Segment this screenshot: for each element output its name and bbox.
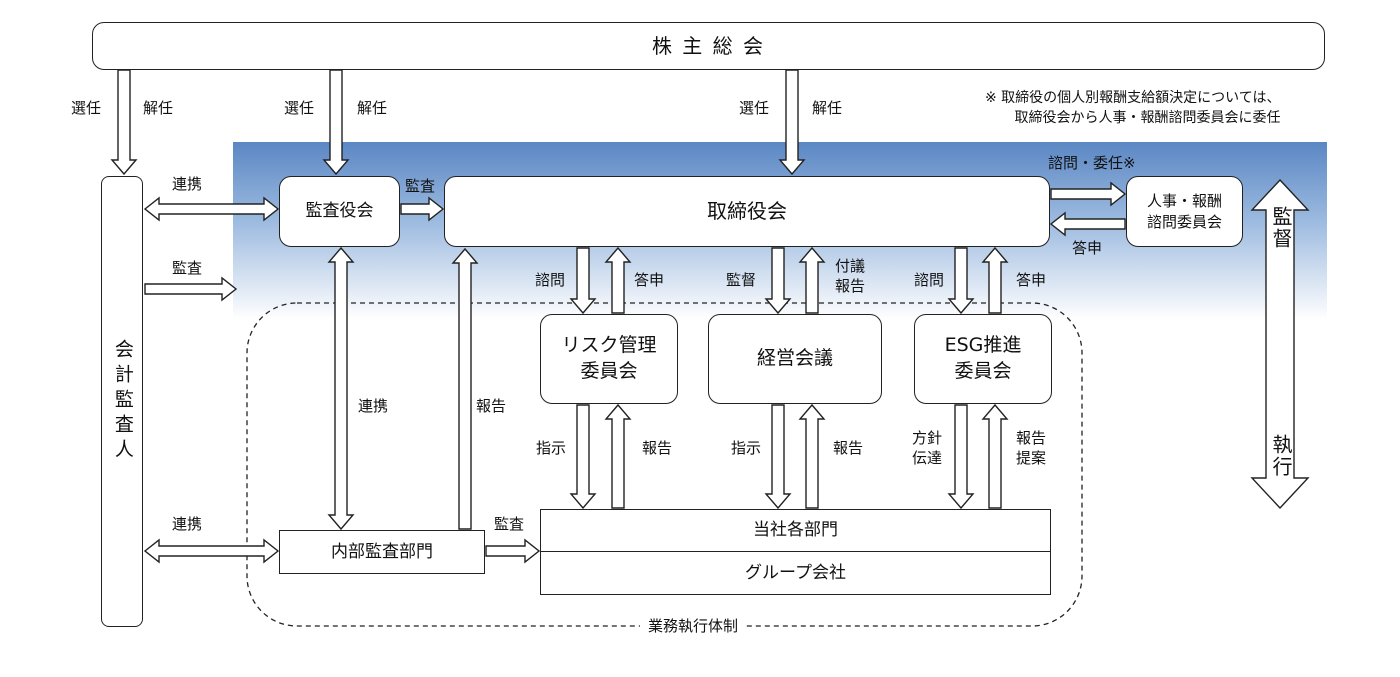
report-arrow-to-board	[451, 247, 479, 530]
consult-esg-arrow	[947, 247, 975, 315]
report-risk-label: 報告	[642, 439, 673, 457]
elect-label-2: 選任	[284, 99, 315, 117]
response-nomination-label: 答申	[1072, 239, 1103, 257]
cooperation-arrow-top	[143, 196, 280, 222]
dismiss-label-2: 解任	[357, 99, 388, 117]
audit-dept-arrow	[485, 538, 541, 564]
supervise-mgmt-label: 監督	[726, 271, 757, 289]
response-risk-label: 答申	[634, 271, 665, 289]
internal-audit-label: 内部監査部門	[331, 541, 433, 562]
audit-board: 監査役会	[279, 176, 400, 247]
instruct-risk-label: 指示	[536, 439, 567, 457]
response-risk-arrow	[604, 246, 632, 314]
company-departments: 当社各部門	[540, 509, 1051, 552]
cooperation-arrow-mid	[327, 246, 355, 531]
accounting-auditor-label: 会計監査人	[111, 339, 134, 464]
execution-system-label: 業務執行体制	[640, 616, 747, 637]
instruct-mgmt-arrow	[764, 404, 792, 510]
audit-board-label: 監査役会	[305, 201, 374, 222]
shareholders-meeting: 株 主 総 会	[92, 22, 1325, 70]
cooperation-label-bottom: 連携	[172, 515, 203, 533]
esg-committee: ESG推進 委員会	[914, 314, 1052, 404]
group-companies-label: グループ会社	[745, 562, 846, 583]
submit-report-arrow	[798, 246, 826, 314]
elect-label-1: 選任	[71, 99, 102, 117]
response-esg-arrow	[981, 246, 1009, 314]
supervise-mgmt-arrow	[764, 247, 792, 315]
report-proposal-label: 報告 提案	[1016, 429, 1047, 468]
dismiss-label-1: 解任	[143, 99, 174, 117]
audit-dept-label: 監査	[494, 515, 525, 533]
report-label-left: 報告	[476, 397, 507, 415]
audit-to-board-arrow	[400, 196, 445, 222]
policy-communication-label: 方針 伝達	[912, 429, 943, 468]
instruct-mgmt-label: 指示	[731, 439, 762, 457]
management-meeting: 経営会議	[708, 314, 882, 404]
report-proposal-arrow	[981, 403, 1009, 509]
audit-arrow-left	[144, 276, 238, 302]
cooperation-arrow-bottom	[143, 538, 280, 564]
cooperation-label-top: 連携	[172, 175, 203, 193]
consult-delegate-label: 諮問・委任※	[1048, 154, 1136, 172]
board-of-directors: 取締役会	[444, 176, 1050, 247]
accounting-auditor: 会計監査人	[101, 176, 143, 627]
audit-label-left: 監査	[172, 259, 203, 277]
supervision-label: 監督	[1269, 206, 1293, 250]
response-esg-label: 答申	[1016, 271, 1047, 289]
internal-audit-dept: 内部監査部門	[279, 530, 485, 574]
consult-esg-label: 諮問	[914, 271, 945, 289]
cooperation-label-mid: 連携	[358, 397, 389, 415]
nomination-compensation-label: 人事・報酬 諮問委員会	[1146, 192, 1222, 231]
nomination-compensation-committee: 人事・報酬 諮問委員会	[1126, 176, 1243, 247]
report-mgmt-arrow	[798, 403, 826, 509]
risk-management-committee: リスク管理 委員会	[540, 314, 678, 404]
group-companies: グループ会社	[540, 551, 1051, 595]
shareholders-label: 株 主 総 会	[651, 33, 766, 58]
esg-committee-label: ESG推進 委員会	[944, 334, 1022, 382]
elect-arrow-board	[778, 69, 806, 176]
consult-risk-arrow	[569, 247, 597, 315]
policy-arrow	[947, 404, 975, 510]
dismiss-label-3: 解任	[812, 99, 843, 117]
report-mgmt-label: 報告	[833, 439, 864, 457]
instruct-risk-arrow	[569, 404, 597, 510]
response-nomination-arrow	[1049, 211, 1126, 237]
execution-label: 執行	[1269, 434, 1293, 478]
risk-management-label: リスク管理 委員会	[561, 334, 657, 382]
supervise-execute-arrow	[1250, 178, 1310, 510]
submit-report-label: 付議 報告	[835, 257, 866, 296]
audit-to-board-label: 監査	[405, 177, 436, 195]
delegation-note: ※ 取締役の個人別報酬支給額決定については、 取締役会から人事・報酬諮問委員会に…	[985, 90, 1281, 127]
elect-label-3: 選任	[739, 99, 770, 117]
report-risk-arrow	[604, 403, 632, 509]
elect-arrow-audit-board	[322, 69, 350, 176]
company-departments-label: 当社各部門	[753, 520, 838, 541]
consult-risk-label: 諮問	[535, 271, 566, 289]
elect-arrow-auditor	[110, 69, 138, 176]
consult-delegate-arrow	[1050, 181, 1127, 207]
management-meeting-label: 経営会議	[756, 347, 833, 370]
board-of-directors-label: 取締役会	[707, 199, 787, 223]
